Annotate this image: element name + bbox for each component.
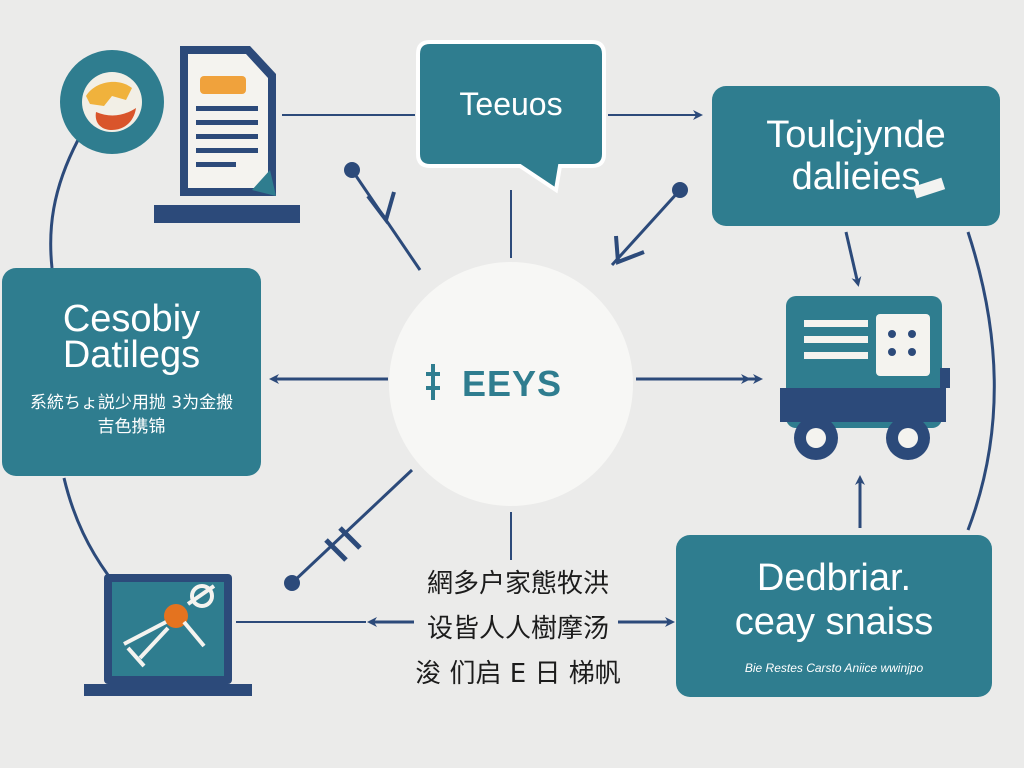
pin-head-lower-left bbox=[284, 575, 300, 591]
bubble-label: Teeuos bbox=[459, 85, 563, 122]
globe-icon bbox=[60, 50, 164, 154]
bottom-right-box: Dedbriar. ceay snaiss Bie Restes Carsto … bbox=[676, 535, 992, 697]
bottom-right-small: Bie Restes Carsto Aniice wwinjpo bbox=[744, 661, 924, 675]
bottom-right-line1: Dedbriar. bbox=[756, 557, 912, 599]
laptop-network-icon bbox=[84, 574, 252, 696]
left-box-sub2: 吉色携锦 bbox=[97, 417, 166, 437]
pin-chevron-upper-right bbox=[614, 235, 645, 265]
pin-bars-lower-left bbox=[324, 526, 362, 562]
left-box-line2: Datilegs bbox=[62, 334, 201, 376]
bottom-text-line3: 浚 们启 E 日 梯帆 bbox=[415, 659, 621, 689]
pin-arrow-upper-right bbox=[610, 188, 682, 267]
pin-head-upper-right bbox=[672, 182, 688, 198]
loop-curve-left-bottom bbox=[62, 477, 110, 576]
document-icon bbox=[154, 46, 300, 223]
arrow-topright-to-truck bbox=[844, 231, 862, 287]
pin-chevron-upper-left bbox=[366, 191, 396, 225]
delivery-truck-icon bbox=[780, 296, 950, 460]
bottom-text-line2: 设皆人人樹摩汤 bbox=[426, 614, 609, 644]
loop-curve-right bbox=[966, 231, 996, 531]
bottom-text-block: 網多户家態牧洪 设皆人人樹摩汤 浚 们启 E 日 梯帆 bbox=[412, 562, 624, 697]
loop-curve-left-top bbox=[49, 139, 80, 269]
top-right-line1: Toulcjynde bbox=[766, 114, 946, 156]
center-hub-glyph bbox=[426, 364, 440, 400]
left-box-sub1: 系統ちょ説少用抛 3为金搬 bbox=[29, 393, 234, 413]
center-hub-text: EEYS bbox=[461, 363, 563, 404]
left-box: Cesobiy Datilegs 系統ちょ説少用抛 3为金搬 吉色携锦 bbox=[2, 268, 261, 476]
bottom-right-line2: ceay snaiss bbox=[734, 601, 934, 643]
top-right-line2: dalieies bbox=[791, 156, 921, 198]
bottom-text-line1: 網多户家態牧洪 bbox=[426, 569, 609, 599]
pin-head-upper-left bbox=[344, 162, 360, 178]
center-hub-label: EEYS bbox=[398, 356, 626, 412]
left-box-line1: Cesobiy bbox=[62, 298, 201, 340]
speech-bubble-shape bbox=[416, 40, 606, 194]
top-right-box: Toulcjynde dalieies bbox=[712, 86, 1000, 226]
pin-arrow-lower-left bbox=[290, 468, 414, 585]
center-hub-circle bbox=[389, 262, 633, 506]
